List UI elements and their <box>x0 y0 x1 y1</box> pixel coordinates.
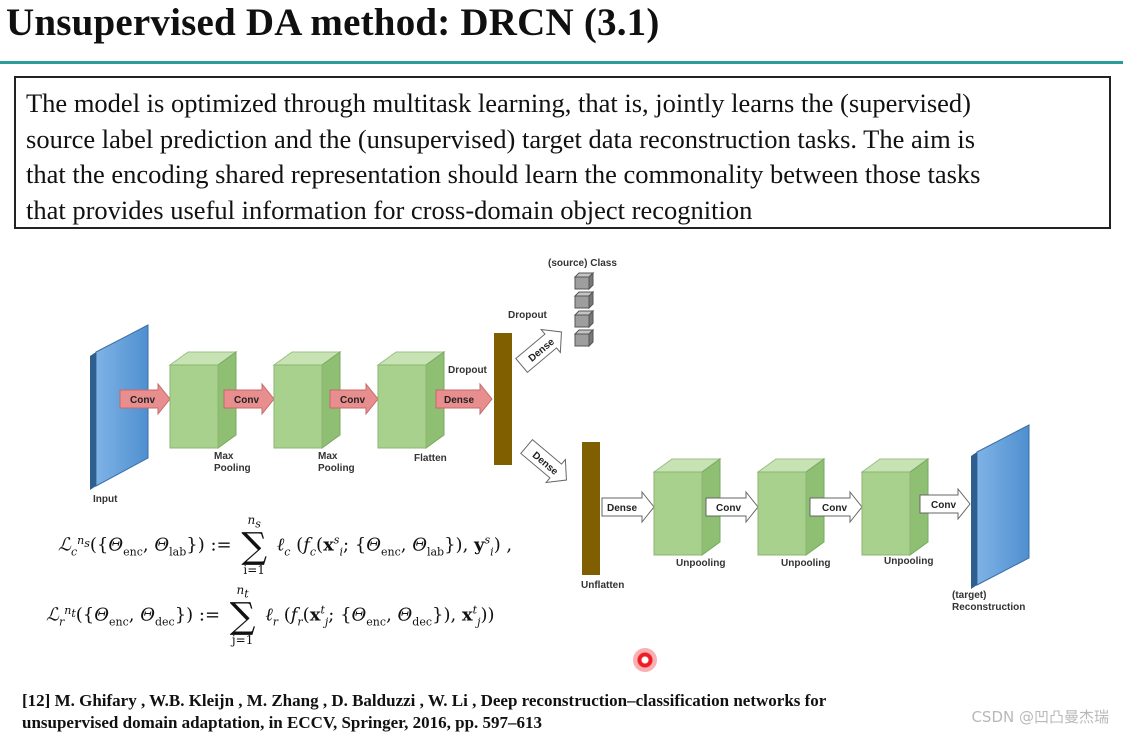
label-max: Max <box>318 451 338 462</box>
label-target: (target) <box>952 590 986 601</box>
summary-line: that the encoding shared representation … <box>26 159 981 189</box>
label-unpooling: Unpooling <box>781 558 830 569</box>
pointer-indicator <box>633 648 657 672</box>
arrow-label: Conv <box>822 503 847 514</box>
arrow-label: Conv <box>340 395 365 406</box>
encoder-block-2 <box>272 351 342 449</box>
arrow-enc-conv-3: Conv <box>329 382 379 416</box>
slide-title: Unsupervised DA method: DRCN (3.1) <box>6 1 660 44</box>
summary-line: The model is optimized through multitask… <box>26 88 971 118</box>
encoder-block-3 <box>376 351 446 449</box>
decoder-block-1 <box>652 458 722 556</box>
summary-box: The model is optimized through multitask… <box>14 76 1111 229</box>
arrow-label: Conv <box>234 395 259 406</box>
arrow-dec-dense: Dense <box>601 490 655 524</box>
arrow-label: Conv <box>716 503 741 514</box>
label-source-class: (source) Class <box>548 258 617 269</box>
label-pooling: Pooling <box>318 463 355 474</box>
summary-line: source label prediction and the (unsuper… <box>26 123 976 154</box>
reference-line: unsupervised domain adaptation, in ECCV,… <box>22 713 543 732</box>
summary-line: that provides useful information for cro… <box>26 194 753 225</box>
label-dropout-2: Dropout <box>508 310 548 321</box>
arrow-label: Dense <box>444 395 474 406</box>
arrow-enc-conv-2: Conv <box>223 382 275 416</box>
label-input: Input <box>93 494 118 505</box>
watermark-text: CSDN @凹凸曼杰瑞 <box>971 708 1109 726</box>
label-unflatten: Unflatten <box>581 580 624 591</box>
label-flatten: Flatten <box>414 453 447 464</box>
label-reconstruction: Reconstruction <box>952 602 1025 613</box>
reconstruction-panel <box>971 424 1030 589</box>
decoder-block-3 <box>860 458 930 556</box>
label-max: Max <box>214 451 234 462</box>
arrow-dec-conv-2: Conv <box>809 490 863 524</box>
reference-line: [12] M. Ghifary , W.B. Kleijn , M. Zhang… <box>22 691 827 710</box>
label-unpooling: Unpooling <box>884 556 933 567</box>
arrow-enc-conv-1: Conv <box>119 382 171 416</box>
reconstruction-loss-formula: ℒrnt({Θenc, Θdec}) := nt∑j=1 ℓr (fr(xtj;… <box>46 583 495 648</box>
arrow-dec-conv-3: Conv <box>919 487 971 521</box>
unflatten-bar <box>582 442 600 575</box>
arrow-dec-conv-1: Conv <box>705 490 759 524</box>
label-pooling: Pooling <box>214 463 251 474</box>
classification-loss-formula: ℒcns({Θenc, Θlab}) := ns∑i=1 ℓc (fc(xsi;… <box>58 513 513 578</box>
arrow-label: Conv <box>130 395 155 406</box>
title-underline <box>0 61 1123 64</box>
arrow-label: Dense <box>607 503 637 514</box>
shared-dense-bar <box>494 333 512 465</box>
label-unpooling: Unpooling <box>676 558 725 569</box>
label-dropout: Dropout <box>448 365 488 376</box>
arrow-enc-dense: Dense <box>435 382 493 416</box>
arrow-branch-dense-down: Dense <box>520 438 567 484</box>
arrow-label: Conv <box>931 500 956 511</box>
arrow-branch-dense-up: Dense <box>515 328 562 374</box>
reference-citation: [12] M. Ghifary , W.B. Kleijn , M. Zhang… <box>22 690 1022 734</box>
class-units <box>573 271 595 348</box>
